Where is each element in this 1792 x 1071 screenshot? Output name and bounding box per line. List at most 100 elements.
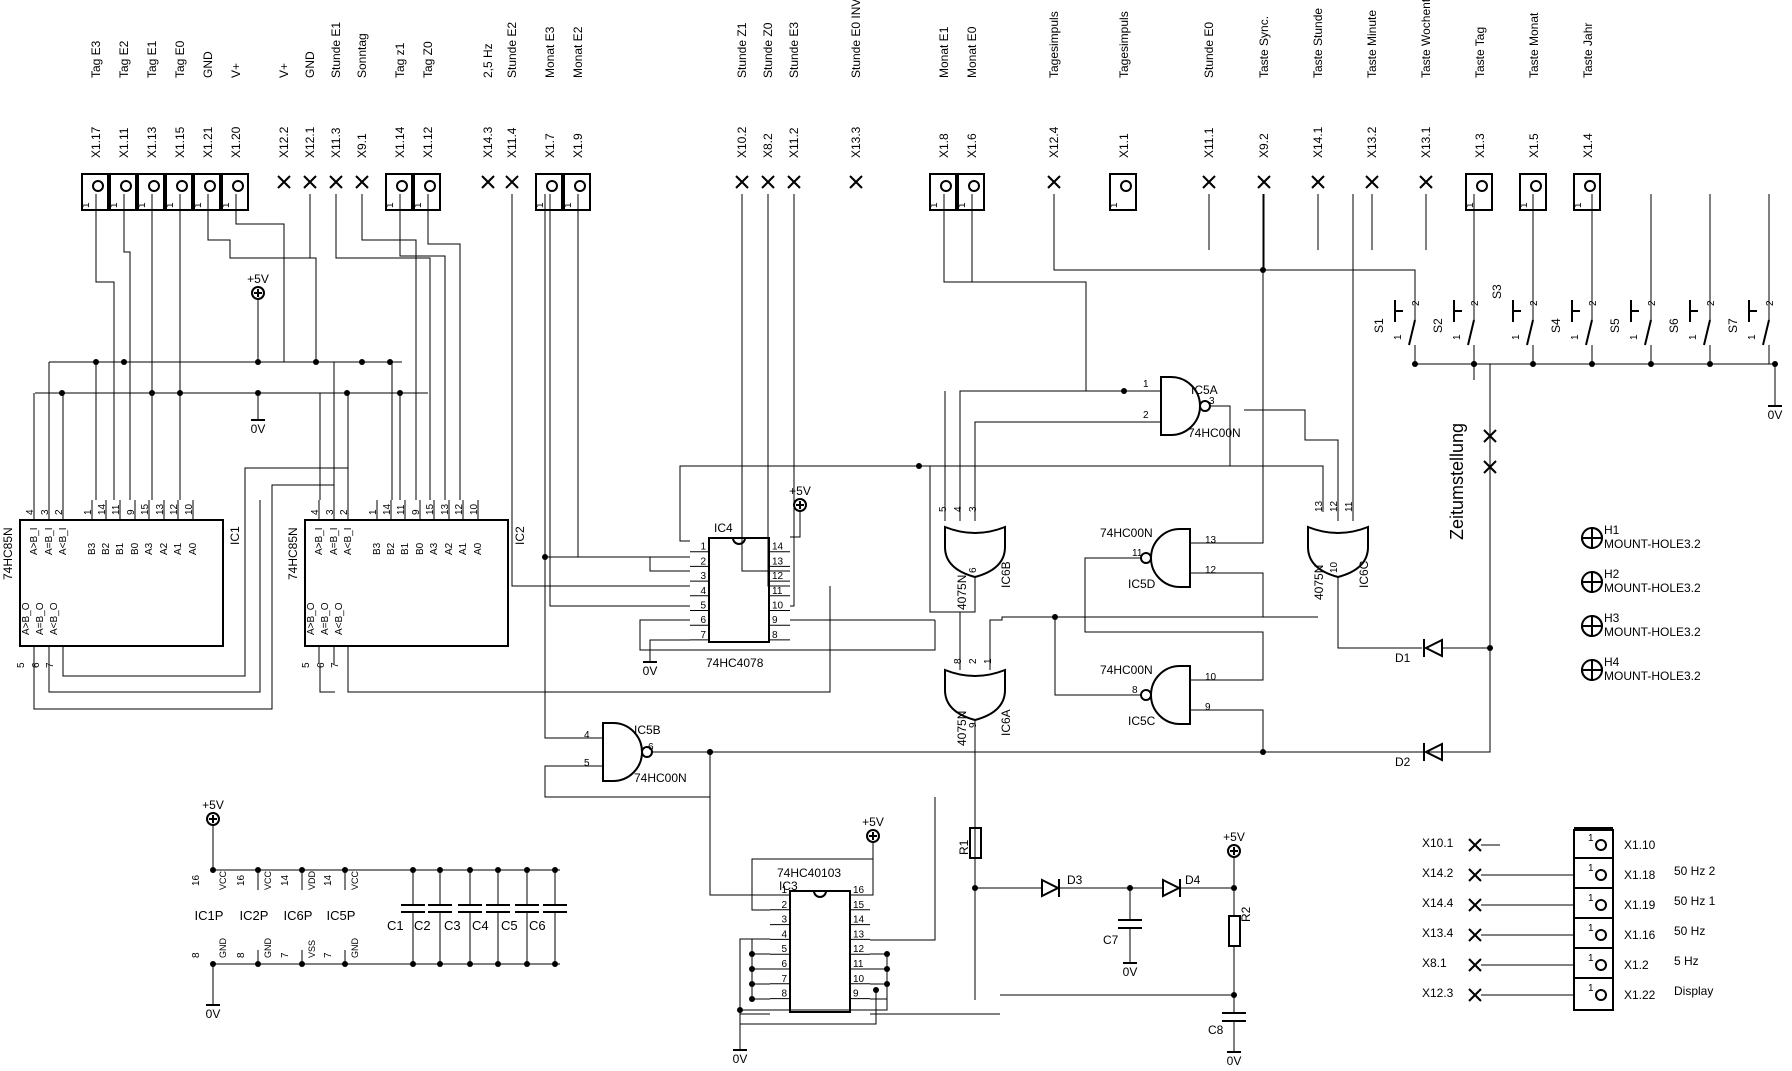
gate-pin-number: 4 (584, 730, 590, 741)
gate-pin-number: 8 (953, 658, 964, 664)
no-connect-x (1483, 460, 1497, 474)
connector-signal-label: Tag E3 (89, 40, 103, 78)
connector-pin-label: X11.2 (787, 127, 801, 158)
no-connect-x (505, 175, 519, 189)
wire (959, 390, 1124, 521)
ic-type: 74HC85N (1, 527, 15, 580)
gnd-label: 0V (251, 422, 266, 436)
supply-pin: 7 (323, 952, 334, 958)
connector-pin-number: 1 (193, 202, 204, 208)
junction (410, 867, 416, 873)
switch-pin: 2 (1647, 300, 1658, 306)
supply-ic-ref: IC6P (284, 908, 313, 923)
switch-pin: 2 (1529, 300, 1540, 306)
ic-pin-number: 13 (155, 503, 166, 515)
connector-pin-label: X1.21 (201, 126, 215, 158)
junction (916, 463, 922, 469)
switch-contact (1408, 319, 1416, 346)
supply-pin-name: VCC (263, 870, 273, 890)
header-pin (1595, 989, 1607, 1001)
connector-signal-label: Tagesimpuls (1047, 11, 1061, 78)
switch-contact (1644, 319, 1652, 346)
connector-pin-label: X1.20 (229, 126, 243, 158)
switch-pin: 1 (1747, 334, 1758, 340)
ic5d-bubble (1140, 552, 1152, 564)
wire (1474, 363, 1491, 466)
ic1-body (19, 519, 224, 647)
ic-pin-number: 3 (325, 509, 336, 515)
gate-pin-number: 12 (1329, 500, 1340, 512)
gate-pin-number: 3 (1209, 396, 1215, 407)
switch-pin: 1 (1688, 334, 1699, 340)
ic-ref: IC2 (513, 526, 527, 545)
ic-pin-name: A0 (473, 542, 484, 555)
supply-pin-name: VDD (307, 870, 317, 890)
connector-pin-label: X11.3 (329, 127, 343, 158)
ic-pin-number: 5 (301, 662, 312, 668)
gate-ref: IC5D (1128, 577, 1156, 591)
gate-type: 74HC00N (1100, 526, 1153, 540)
wire (790, 511, 801, 538)
connector-pad (413, 173, 441, 211)
switch-ref: S7 (1726, 318, 1740, 333)
wire (399, 194, 446, 500)
connector-pin-label: X13.1 (1419, 126, 1433, 158)
no-connect-x (303, 175, 317, 189)
connector-signal-label: GND (303, 51, 317, 78)
gate-pin-number: 6 (968, 567, 979, 573)
header-pin (1595, 899, 1607, 911)
header-pin-number: 1 (1588, 953, 1594, 964)
cap-ref: C6 (529, 918, 546, 933)
connector-signal-label: Tag E1 (145, 40, 159, 78)
wire (989, 616, 1318, 670)
connector-pin-label: X1.1 (1117, 133, 1131, 158)
supply-pin: 8 (236, 952, 247, 958)
gate-pin-number: 11 (1132, 548, 1143, 559)
switch-ref: S1 (1372, 318, 1386, 333)
wire (971, 194, 1086, 283)
junction (437, 961, 443, 967)
connector-pad (137, 173, 165, 211)
junction (873, 987, 879, 993)
ic-pin-number: 6 (316, 662, 327, 668)
ic-pin-number: 6 (31, 662, 42, 668)
header-pin (1595, 839, 1607, 851)
ic-type: 74HC4078 (706, 656, 764, 670)
supply-pin: 8 (191, 952, 202, 958)
connector-pin-number: 1 (563, 202, 574, 208)
ic-pin-name: A>B_I (314, 527, 325, 555)
switch-pin: 1 (1629, 334, 1640, 340)
connector-pin-label: X1.3 (1473, 133, 1487, 158)
gate-ref: IC5C (1128, 714, 1156, 728)
zeitumstellung-label: Zeitumstellung (1447, 423, 1467, 540)
cap-ref: C5 (501, 918, 518, 933)
connector-pin-label: X11.4 (505, 127, 519, 158)
ic-pin-number: 12 (169, 503, 180, 515)
header-pin (1595, 959, 1607, 971)
connector-pad (1519, 173, 1547, 211)
header-right-label: X1.22 (1624, 988, 1656, 1002)
ic-pin-name: A<B_I (58, 527, 69, 555)
header-pin-number: 1 (1588, 893, 1594, 904)
wire (1264, 269, 1416, 296)
header-freq-label: Display (1674, 984, 1713, 998)
ic-pin-number: 11 (772, 586, 783, 597)
no-connect-x (787, 175, 801, 189)
gate-pin-number: 10 (1329, 561, 1340, 573)
connector-pin-label: X8.2 (761, 133, 775, 158)
connector-pin-label: X9.2 (1257, 133, 1271, 158)
switch-contact (1703, 319, 1711, 346)
gate-pin-number: 10 (1205, 672, 1217, 683)
header-pin-number: 1 (1588, 983, 1594, 994)
connector-pin-number: 1 (413, 202, 424, 208)
r1 (969, 827, 982, 859)
ic-pin-name: B0 (130, 542, 141, 555)
connector-signal-label: V+ (229, 63, 243, 78)
supply-pin-name: VCC (218, 870, 228, 890)
header-pin-number: 1 (1588, 923, 1594, 934)
connector-signal-label: Taste Monat (1527, 12, 1541, 78)
connector-pin (396, 180, 408, 192)
ic-pin-number: 4 (700, 586, 706, 597)
connector-signal-label: Tag E0 (173, 40, 187, 78)
